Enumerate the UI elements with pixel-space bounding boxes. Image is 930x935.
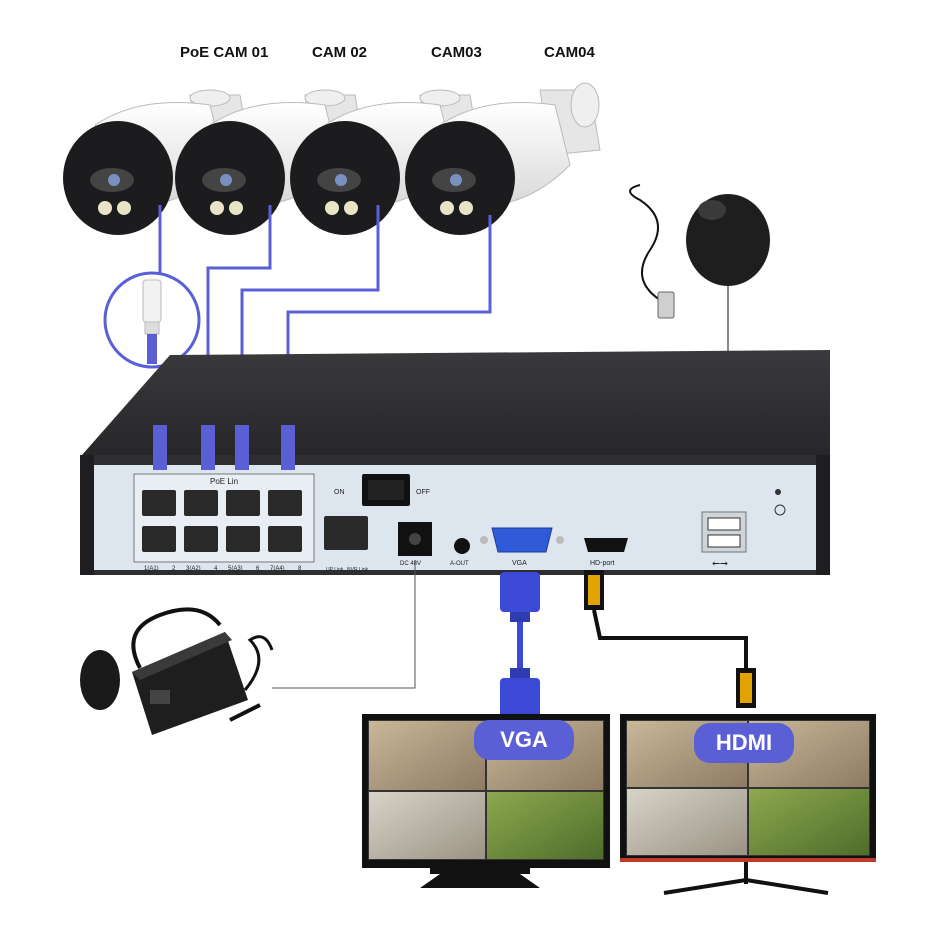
vga-port-label: VGA — [512, 560, 527, 567]
camera-4 — [405, 82, 601, 235]
hd-port-label: HD-port — [590, 560, 615, 567]
camera-1 — [63, 89, 246, 235]
port-label-7: 7(A4) — [270, 566, 285, 572]
usb-icon: ⭠⭢ — [712, 558, 728, 569]
feed-1 — [369, 721, 485, 790]
mouse — [629, 184, 770, 512]
connector-zoom-circle — [103, 271, 201, 369]
camera-label-4: CAM04 — [544, 44, 595, 61]
port-label-5: 5(A3) — [228, 566, 243, 572]
hdmi-port — [584, 538, 628, 552]
plugged-connectors — [153, 425, 295, 470]
port-label-6: 6 — [256, 566, 260, 572]
port-label-3: 3(A2) — [186, 566, 201, 572]
port-label-8: 8 — [298, 566, 302, 572]
nvr-box: PoE Lin 1(A1) 2 3(A2) 4 5(A3) 6 7(A4) 8 … — [80, 350, 830, 575]
vga-cable — [500, 572, 540, 718]
poe-label: PoE Lin — [210, 477, 238, 486]
switch-on-label: ON — [334, 489, 345, 496]
feed-3 — [369, 792, 485, 859]
camera-label-1: PoE CAM 01 — [180, 44, 269, 61]
power-adapter — [80, 560, 416, 735]
cable-cam-2 — [206, 205, 272, 430]
nvr-link-label: NVR Link — [347, 567, 369, 573]
audio-out-port — [454, 538, 470, 554]
camera-label-2: CAM 02 — [312, 44, 368, 61]
feed-4 — [487, 792, 603, 859]
port-number-labels: 1(A1) 2 3(A2) 4 5(A3) 6 7(A4) 8 — [144, 566, 302, 572]
switch-off-label: OFF — [416, 489, 430, 496]
port-label-2: 2 — [172, 566, 176, 572]
dc-label: DC 48V — [400, 561, 421, 567]
vga-output-badge: VGA — [474, 720, 574, 760]
port-label-1: 1(A1) — [144, 566, 159, 572]
vga-port — [491, 527, 553, 553]
poe-ports — [142, 490, 302, 552]
uplink-lan-port — [324, 516, 368, 550]
uplink-label: UP Link — [326, 567, 344, 573]
camera-label-3: CAM03 — [431, 44, 482, 61]
hdmi-output-badge: HDMI — [694, 723, 794, 763]
aout-label: A-OUT — [450, 561, 469, 567]
hdmi-cable — [584, 570, 756, 708]
port-label-4: 4 — [214, 566, 218, 572]
